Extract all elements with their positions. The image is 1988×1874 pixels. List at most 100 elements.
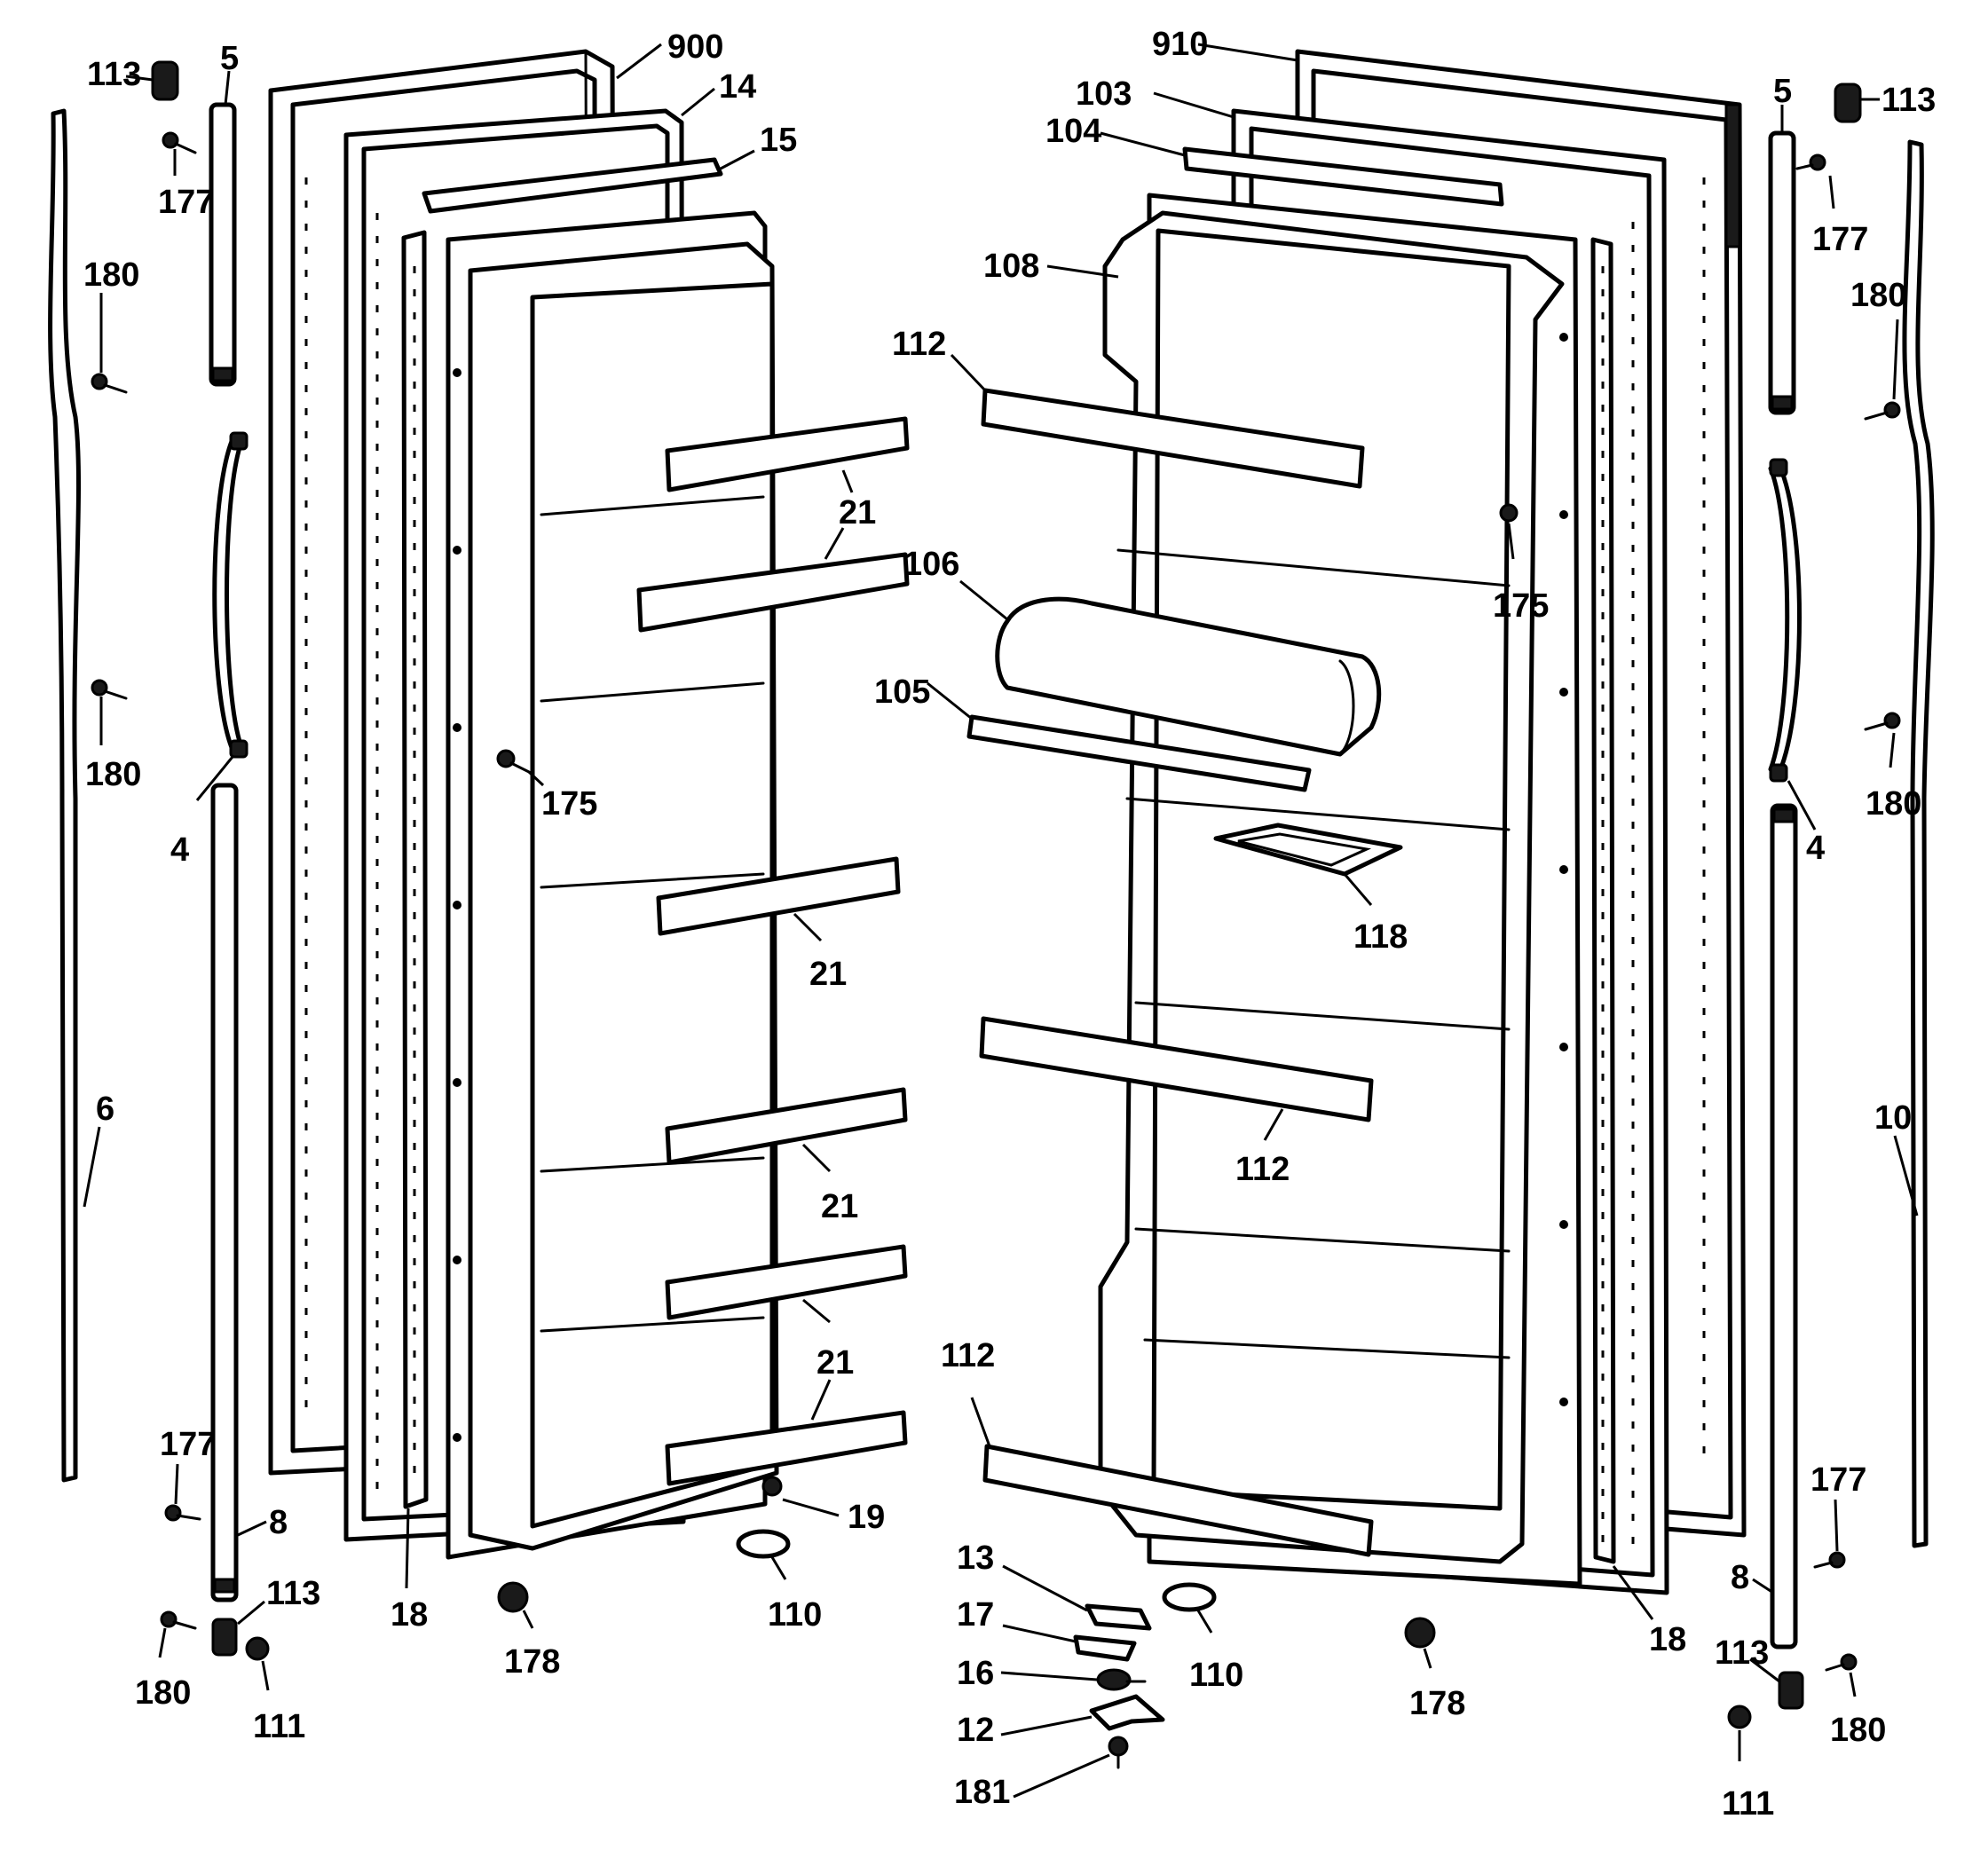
svg-text:104: 104: [1045, 113, 1101, 150]
callout-112-a: 112: [892, 326, 987, 392]
cap-113-bottom-left: [211, 1618, 238, 1657]
callout-5-right: 5: [1773, 73, 1792, 133]
shelf-bar-21-f: [665, 1410, 908, 1486]
callout-113-top-left: 113: [87, 56, 154, 93]
callout-110-left: 110: [768, 1556, 822, 1634]
callout-13: 13: [957, 1539, 1088, 1612]
shelf-bar-112-a: [981, 388, 1365, 489]
screw-175-right: [1499, 503, 1519, 523]
svg-text:18: 18: [1649, 1621, 1686, 1658]
screw-181: [1108, 1736, 1129, 1769]
trim-strip-8-left: [210, 783, 239, 1602]
callout-118: 118: [1343, 873, 1408, 956]
callout-180-left-c: 180: [135, 1627, 191, 1712]
svg-text:14: 14: [719, 68, 756, 106]
callout-111-left: 111: [253, 1660, 305, 1745]
svg-text:111: 111: [253, 1708, 305, 1745]
svg-text:105: 105: [874, 673, 930, 711]
svg-text:8: 8: [1731, 1559, 1749, 1596]
callout-910: 910: [1152, 26, 1298, 63]
door-liner-108: [1098, 193, 1582, 1587]
stop-110-left: [736, 1529, 791, 1559]
svg-text:180: 180: [83, 256, 139, 294]
svg-text:175: 175: [1493, 587, 1549, 625]
stop-110-right: [1162, 1582, 1217, 1612]
cap-113-bottom-right: [1778, 1671, 1804, 1710]
svg-text:113: 113: [266, 1575, 320, 1612]
callout-4-right: 4: [1787, 780, 1825, 867]
screw-177-right-b: [1813, 1551, 1846, 1569]
callout-177-right-b: 177: [1810, 1461, 1866, 1552]
svg-text:177: 177: [1812, 221, 1868, 258]
callout-19: 19: [782, 1498, 885, 1536]
callout-6: 6: [83, 1091, 114, 1208]
svg-text:4: 4: [170, 831, 189, 869]
callout-180-right-c: 180: [1830, 1672, 1886, 1749]
callout-180-right-b: 180: [1866, 732, 1921, 823]
callout-175-right: 175: [1493, 523, 1549, 625]
callout-16: 16: [957, 1655, 1098, 1692]
bumper-178-right: [1404, 1617, 1436, 1649]
left-door-assembly: 900 14 15 113 5 177 180 180: [48, 28, 910, 1745]
callout-178-right: 178: [1409, 1648, 1465, 1722]
shelf-bar-21-d: [665, 1087, 908, 1165]
hinge-pin-16: [1096, 1668, 1147, 1691]
callout-181: 181: [954, 1753, 1110, 1811]
svg-text:910: 910: [1152, 26, 1208, 63]
bushing-111-left: [245, 1636, 270, 1661]
screw-175-left: [496, 749, 531, 774]
callout-177-left-a: 177: [158, 149, 214, 221]
callout-105: 105: [874, 673, 973, 720]
breaker-strip-18-left: [401, 230, 429, 1509]
svg-text:177: 177: [158, 184, 214, 221]
screw-180-right-a: [1864, 401, 1901, 421]
svg-text:180: 180: [1866, 785, 1921, 823]
svg-text:8: 8: [269, 1504, 288, 1541]
svg-text:108: 108: [983, 248, 1039, 285]
screw-180-right-c: [1825, 1653, 1858, 1672]
callout-113-bottom-left: 113: [237, 1575, 320, 1626]
svg-text:112: 112: [1235, 1151, 1290, 1188]
cap-113-top-left: [151, 60, 179, 101]
callout-12: 12: [957, 1712, 1093, 1749]
callout-900: 900: [616, 28, 723, 80]
callout-103: 103: [1076, 75, 1235, 119]
callout-177-right-a: 177: [1812, 175, 1868, 258]
dairy-rail-105: [966, 714, 1312, 792]
callout-14: 14: [681, 68, 756, 117]
callout-175-left: 175: [527, 770, 597, 823]
callout-17: 17: [957, 1596, 1077, 1643]
door-handle-4-left: [212, 431, 248, 759]
cap-113-top-right: [1834, 83, 1862, 123]
right-door-assembly: 910 103 104 108 112 106 105 175: [874, 26, 1936, 1823]
svg-text:13: 13: [957, 1539, 994, 1577]
callout-15: 15: [720, 122, 797, 170]
callout-108: 108: [983, 248, 1119, 285]
svg-text:21: 21: [816, 1344, 854, 1382]
svg-text:12: 12: [957, 1712, 994, 1749]
svg-text:180: 180: [85, 756, 141, 793]
callout-21-d: 21: [802, 1298, 854, 1421]
svg-text:19: 19: [848, 1499, 885, 1536]
breaker-strip-18-right: [1590, 237, 1616, 1564]
svg-text:110: 110: [1189, 1657, 1243, 1694]
breaker-strip-104: [1182, 146, 1504, 207]
svg-text:110: 110: [768, 1596, 822, 1634]
svg-text:113: 113: [1882, 82, 1936, 119]
svg-text:17: 17: [957, 1596, 994, 1634]
svg-text:10: 10: [1874, 1099, 1912, 1137]
svg-text:15: 15: [760, 122, 797, 159]
shelf-bar-21-c: [656, 856, 901, 936]
callout-113-top-right: 113: [1860, 82, 1936, 119]
svg-text:106: 106: [903, 546, 959, 583]
hinge-12: [1089, 1694, 1165, 1731]
bushing-111-right: [1727, 1705, 1752, 1729]
screw-180-left-b: [91, 679, 128, 700]
callout-8-left: 8: [237, 1504, 288, 1541]
screw-177-left-a: [162, 131, 197, 154]
callout-111-right: 111: [1722, 1730, 1774, 1823]
butter-tray-118: [1213, 823, 1403, 877]
callout-21-c: 21: [801, 1143, 858, 1225]
svg-text:180: 180: [135, 1674, 191, 1712]
